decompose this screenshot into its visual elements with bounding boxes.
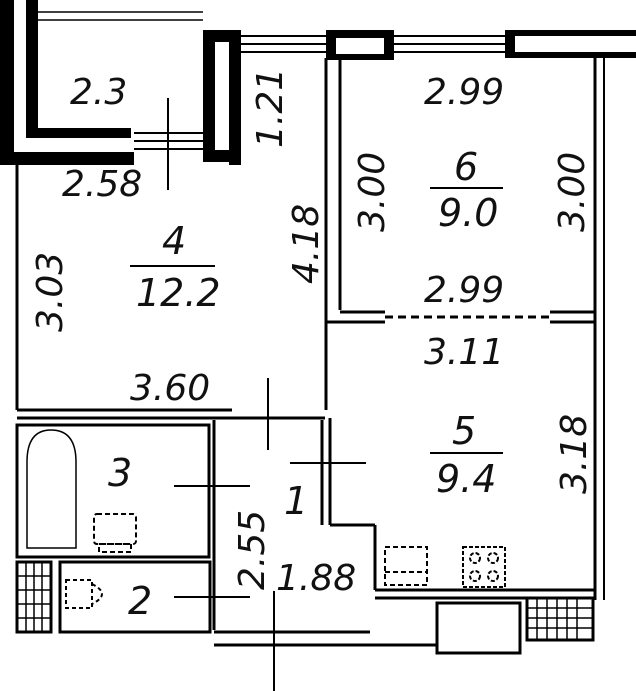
room6-left-dim: 3.00 xyxy=(352,152,393,232)
room5-right-dim: 3.18 xyxy=(554,414,595,494)
fixtures xyxy=(26,429,506,609)
room5-number: 5 xyxy=(452,409,476,453)
room1-number: 1 xyxy=(284,479,308,523)
room4-number: 4 xyxy=(162,219,186,263)
room4-area: 12.2 xyxy=(136,271,221,315)
wall-balcony-bottom xyxy=(26,128,131,138)
room6-bottom-dim: 2.99 xyxy=(424,270,504,311)
room4-right-dim: 4.18 xyxy=(286,204,327,284)
wall-top-left-stub xyxy=(0,0,14,165)
room5-area: 9.4 xyxy=(436,457,496,501)
room5-top-dim: 3.11 xyxy=(424,332,504,373)
bathtub-icon xyxy=(26,429,77,549)
room6-top-dim: 2.99 xyxy=(424,72,504,113)
room6-right-dim: 3.00 xyxy=(552,152,593,232)
room6-number: 6 xyxy=(454,145,478,189)
cutout-pillar xyxy=(215,42,229,150)
vent-shaft-left xyxy=(17,562,51,632)
kitchen-sink-icon xyxy=(384,546,428,586)
hall-width-dim: 1.88 xyxy=(276,558,356,599)
wc-toilet-icon xyxy=(65,579,103,609)
stove-icon xyxy=(462,546,506,588)
wall-pillar xyxy=(203,30,217,162)
wall-balcony-left-lower xyxy=(0,152,134,165)
dimension-ticks xyxy=(167,98,366,691)
room4-height-dim: 3.03 xyxy=(30,252,71,332)
room6-area: 9.0 xyxy=(438,191,498,235)
toilet-icon xyxy=(93,513,137,553)
wall-pillar-bottom xyxy=(203,150,241,162)
wall-cutouts xyxy=(215,36,636,150)
labels: 2.3 2.58 1.21 4 12.2 3.03 4.18 3.60 2.99… xyxy=(30,68,595,623)
balcony-area: 2.3 xyxy=(70,72,127,113)
wall-pillar-right xyxy=(229,30,241,165)
hall-height-dim: 2.55 xyxy=(232,510,273,590)
wall-balcony-top xyxy=(26,0,38,135)
room4-width-dim: 3.60 xyxy=(130,368,210,409)
cutout-top-mid xyxy=(336,38,384,54)
room3-number: 3 xyxy=(108,451,132,495)
vent-shaft-right xyxy=(527,598,593,640)
balcony-depth-dim: 1.21 xyxy=(250,68,291,148)
room2-number: 2 xyxy=(128,579,152,623)
cutout-top-right xyxy=(515,36,636,52)
balcony-width-dim: 2.58 xyxy=(62,164,142,205)
